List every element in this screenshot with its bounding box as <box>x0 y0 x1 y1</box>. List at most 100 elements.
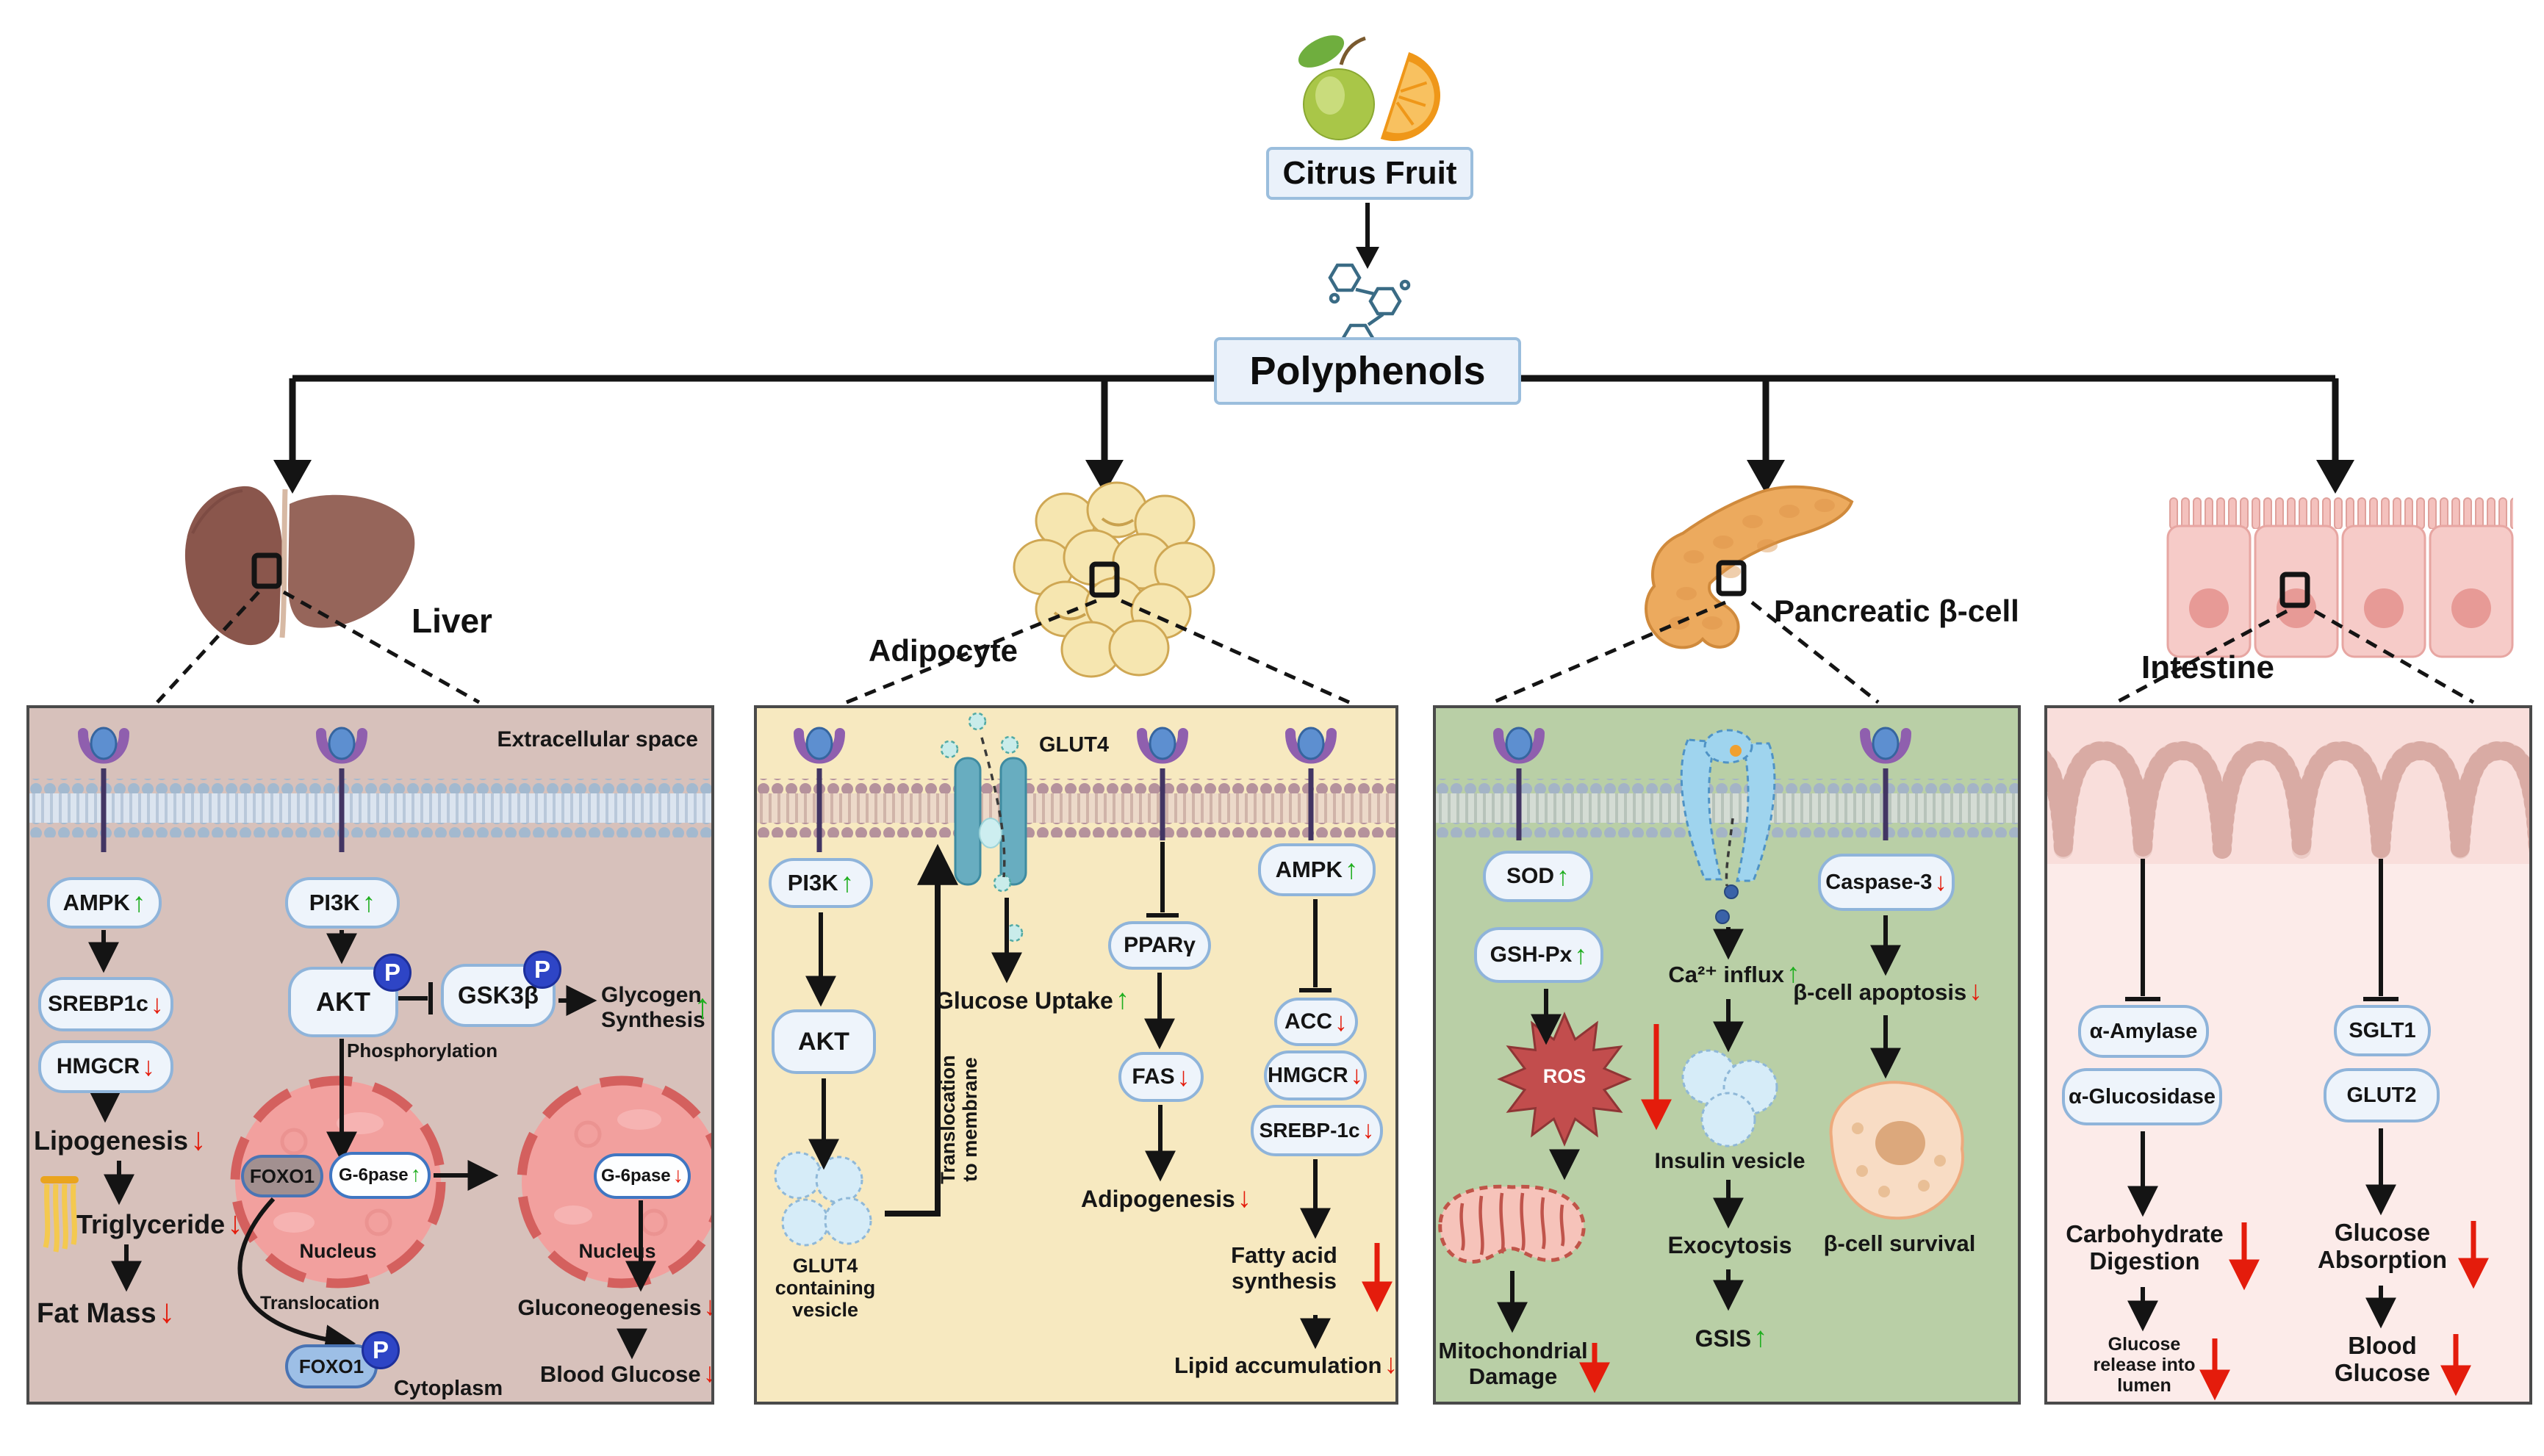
up-arrow-icon: ↑ <box>410 1163 422 1187</box>
calcium-ion-icon <box>1715 884 1739 924</box>
up-arrow-icon: ↑ <box>1344 854 1359 885</box>
intestine-panel: α-Amylase α-Glucosidase SGLT1 GLUT2 Carb… <box>2044 705 2532 1405</box>
intestine-panel-art <box>2047 708 2529 1401</box>
lipid-accumulation-label: Lipid accumulation↓ <box>1174 1348 1398 1379</box>
ros-label: ROS <box>1542 1065 1587 1087</box>
pathway-arrows <box>805 842 1332 1349</box>
glut4-channel-icon <box>954 757 1027 886</box>
intestine-illustration <box>2166 497 2514 658</box>
receptor-icon <box>1493 727 1545 840</box>
down-arrow-icon: ↓ <box>142 1050 156 1081</box>
organ-label-pancreatic: Pancreatic β-cell <box>1774 594 2019 628</box>
phosphorylation-label: Phosphorylation <box>347 1039 498 1062</box>
organ-label-liver: Liver <box>412 602 492 640</box>
down-arrow-icon: ↓ <box>672 1164 684 1188</box>
cytoplasm-label: Cytoplasm <box>393 1377 503 1400</box>
adipocyte-illustration <box>1013 481 1215 678</box>
pathway-arrows <box>88 930 656 1360</box>
phospho-badge: P <box>373 954 412 992</box>
gsis-label: GSIS↑ <box>1695 1322 1768 1353</box>
triglyceride-label: Triglyceride↓ <box>76 1205 243 1241</box>
cell-membrane <box>757 779 1395 837</box>
liver-illustration <box>184 486 415 646</box>
pancreas-magnifier-icon <box>1716 560 1747 597</box>
mitochondria-icon <box>1438 1184 1586 1264</box>
down-arrow-icon: ↓ <box>1384 1348 1398 1379</box>
fas-pill: FAS↓ <box>1118 1052 1204 1102</box>
up-arrow-icon: ↑ <box>1574 939 1588 970</box>
receptor-icon <box>794 727 845 852</box>
adipocyte-panel: GLUT4 PI3K↑ AKT Glucose Uptake↑ GLUT4 co… <box>754 705 1398 1405</box>
polyphenols-label: Polyphenols <box>1249 349 1486 393</box>
extracellular-space-label: Extracellular space <box>497 727 698 752</box>
polyphenol-molecules-icon <box>1328 263 1411 353</box>
pancreas-illustration <box>1645 485 1854 649</box>
down-arrow-icon: ↓ <box>158 1292 176 1330</box>
glucose-uptake-label: Glucose Uptake↑ <box>935 984 1130 1015</box>
glut2-pill: GLUT2 <box>2324 1068 2440 1122</box>
glucose-absorption-label: Glucose Absorption <box>2318 1219 2447 1273</box>
up-arrow-icon: ↑ <box>132 887 146 918</box>
up-arrow-icon: ↑ <box>1556 860 1570 891</box>
header-art <box>156 35 2514 704</box>
g6pase-down-pill: G-6pase↓ <box>594 1153 691 1199</box>
citrus-fruit-label: Citrus Fruit <box>1282 155 1457 191</box>
down-arrow-icon: ↓ <box>227 1205 243 1241</box>
pparg-pill: PPARγ <box>1108 921 1211 970</box>
adipogenesis-label: Adipogenesis↓ <box>1080 1182 1251 1214</box>
calcium-channel-icon <box>1680 729 1776 882</box>
nucleus-label: Nucleus <box>299 1240 377 1262</box>
citrus-to-polyphenol-arrow <box>1356 203 1379 269</box>
up-arrow-icon: ↑ <box>694 987 711 1026</box>
g6pase-up-pill: G-6pase↑ <box>329 1152 431 1199</box>
sod-pill: SOD↑ <box>1483 851 1593 902</box>
amylase-pill: α-Amylase <box>2078 1005 2209 1058</box>
srebp1c-pill: SREBP-1c↓ <box>1251 1105 1383 1156</box>
zoom-dashed-lines <box>156 590 2475 704</box>
glut4-vesicle-label: GLUT4 containing vesicle <box>775 1255 876 1322</box>
exocytosis-label: Exocytosis <box>1667 1232 1792 1258</box>
mitochondrial-damage-label: Mitochondrial Damage <box>1438 1338 1588 1389</box>
up-arrow-icon: ↑ <box>1786 957 1800 988</box>
down-arrow-icon: ↓ <box>150 988 164 1019</box>
brush-border-villi <box>2047 741 2529 859</box>
beta-cell-icon <box>1829 1081 1965 1220</box>
down-arrow-icon: ↓ <box>1237 1182 1251 1214</box>
up-arrow-icon: ↑ <box>840 867 855 898</box>
adipocyte-panel-art <box>757 712 1395 1349</box>
sglt1-pill: SGLT1 <box>2334 1005 2431 1056</box>
acc-pill: ACC↓ <box>1274 998 1358 1046</box>
citrus-fruit-icon <box>1298 35 1440 141</box>
intestine-magnifier-icon <box>2279 572 2310 608</box>
up-arrow-icon: ↑ <box>1115 984 1130 1015</box>
phospho-badge: P <box>523 951 561 989</box>
gluconeogenesis-label: Gluconeogenesis↓ <box>514 1293 711 1321</box>
translocation-to-membrane-label: Translocation to membrane <box>937 1055 982 1184</box>
adipocyte-magnifier-icon <box>1089 561 1120 598</box>
ca-influx-label: Ca²⁺ influx↑ <box>1668 957 1800 988</box>
glut4-vesicle-icon <box>774 1151 872 1247</box>
translocation-label: Translocation <box>260 1293 380 1313</box>
insulin-vesicle-icon <box>1681 1049 1778 1147</box>
liver-magnifier-icon <box>251 552 282 589</box>
down-arrow-icon: ↓ <box>703 1357 711 1388</box>
fatty-acid-synthesis-label: Fatty acid synthesis <box>1231 1242 1337 1294</box>
pancreatic-panel-art <box>1436 727 2018 1394</box>
branch-arrowheads <box>273 460 2354 494</box>
down-arrow-icon: ↓ <box>1350 1061 1363 1090</box>
organ-label-adipocyte: Adipocyte <box>869 633 1018 668</box>
ros-star-icon <box>1497 1012 1632 1147</box>
cell-membrane <box>1436 779 2018 837</box>
hmgcr-pill: HMGCR↓ <box>38 1040 173 1093</box>
fat-mass-label: Fat Mass↓ <box>37 1292 176 1330</box>
ampk-pill: AMPK↑ <box>47 877 162 929</box>
red-down-arrow <box>2199 1221 2489 1401</box>
pi3k-pill: PI3K↑ <box>769 858 873 908</box>
citrus-fruit-box: Citrus Fruit <box>1266 147 1473 200</box>
pathway-arrows <box>2125 859 2399 1332</box>
pi3k-pill: PI3K↑ <box>285 877 400 929</box>
receptor-icon <box>1137 727 1188 840</box>
receptor-icon <box>1860 727 1911 840</box>
red-down-arrow <box>1579 1024 1672 1394</box>
